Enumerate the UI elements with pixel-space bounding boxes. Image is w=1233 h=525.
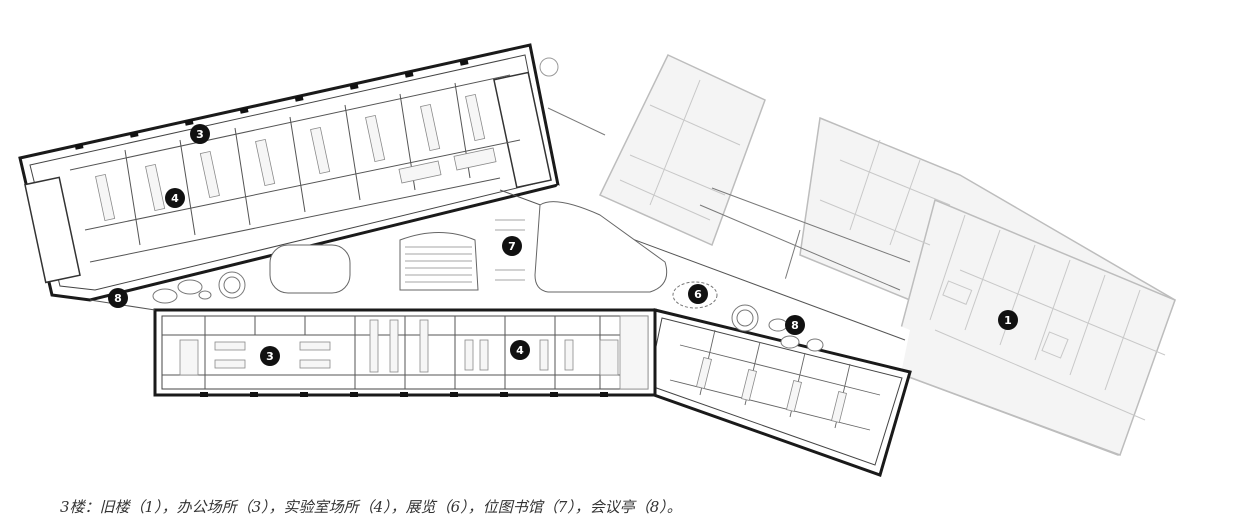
marker-lab-south: 4 — [510, 340, 530, 360]
marker-meeting-west: 8 — [108, 288, 128, 308]
east-wing-furniture — [696, 356, 847, 424]
old-building-rooms — [619, 79, 1166, 421]
floor-plan: 1 3 3 4 4 6 7 8 8 — [18, 43, 1176, 477]
marker-lab-north: 4 — [165, 188, 185, 208]
svg-text:8: 8 — [114, 292, 122, 305]
meeting-pods — [152, 271, 824, 352]
north-wing-partitions — [69, 74, 521, 263]
svg-text:3: 3 — [266, 350, 274, 363]
svg-text:3: 3 — [196, 128, 204, 141]
figure-caption: 3楼：旧楼（1），办公场所（3），实验室场所（4），展览（6），位图书馆（7），… — [60, 498, 682, 516]
svg-text:1: 1 — [1004, 314, 1012, 327]
marker-old-building: 1 — [998, 310, 1018, 330]
south-wing-partitions — [204, 316, 601, 389]
svg-text:8: 8 — [791, 319, 799, 332]
svg-text:4: 4 — [171, 192, 179, 205]
north-facade-piers — [74, 59, 469, 150]
svg-text:7: 7 — [508, 240, 516, 253]
marker-office-north: 3 — [190, 124, 210, 144]
marker-library: 7 — [502, 236, 522, 256]
svg-text:4: 4 — [516, 344, 524, 357]
library-stair — [405, 219, 525, 283]
svg-text:6: 6 — [694, 288, 702, 301]
south-wing-furniture — [179, 315, 649, 390]
north-wing-furniture — [95, 93, 497, 222]
marker-exhibition: 6 — [688, 284, 708, 304]
marker-office-south: 3 — [260, 346, 280, 366]
marker-meeting-east: 8 — [785, 315, 805, 335]
south-facade-piers — [200, 392, 608, 397]
